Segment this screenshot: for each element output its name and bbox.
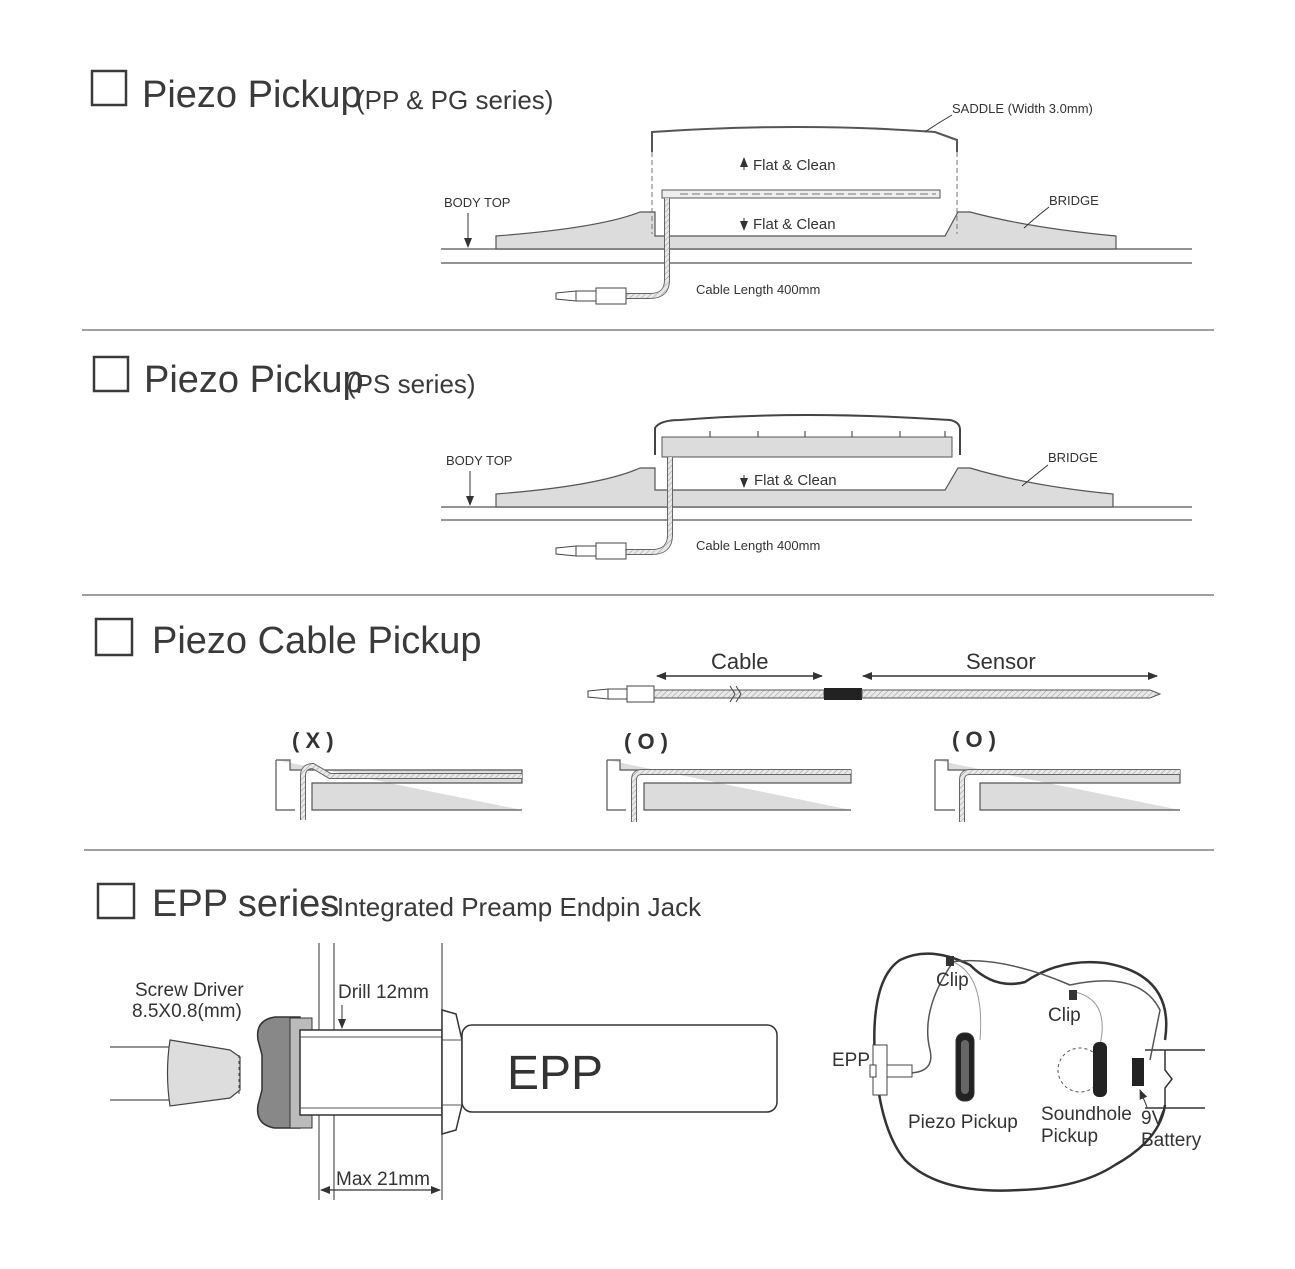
epp-label: EPP [832,1050,870,1071]
section-cable-pickup: Piezo Cable Pickup Cable Sensor ( X ) ( … [94,617,1181,822]
hex-nut-shape [441,1009,463,1135]
bridge-label: BRIDGE [1048,450,1098,465]
max-label: Max 21mm [336,1169,430,1190]
cable-length-label: Cable Length 400mm [696,538,820,553]
epp-body-label: EPP [507,1047,603,1100]
bridge-shape [495,467,1114,508]
sensor-segment [861,689,1162,699]
cable-connector [824,688,862,700]
flat-clean-label: Flat & Clean [754,472,837,489]
checkbox-icon [94,617,134,657]
barrel-shape [299,1029,443,1116]
soundhole-pickup-label: Soundhole [1041,1104,1132,1125]
section-ps: Piezo Pickup (PS series) Flat & Clean BO… [92,355,1192,560]
flat-clean-label: Flat & Clean [753,157,836,174]
section-title: Piezo Pickup [144,359,364,401]
bridge-label: BRIDGE [1049,193,1099,208]
mark-o: ( O ) [624,729,668,754]
screwdriver-icon [110,1039,241,1107]
clip-label: Clip [936,970,969,991]
nut-shape [256,1016,301,1129]
section-title: Piezo Cable Pickup [152,620,482,662]
checkbox-icon [92,355,130,393]
drill-label: Drill 12mm [338,982,429,1003]
saddle-label: SADDLE (Width 3.0mm) [952,101,1093,116]
mark-x: ( X ) [292,728,334,753]
section-epp: EPP series - Integrated Preamp Endpin Ja… [96,882,1205,1200]
plug-icon [555,542,627,560]
epp-body [461,1024,778,1113]
saddle-shape [654,414,961,455]
battery-label: 9V [1141,1108,1165,1129]
section-subtitle: - Integrated Preamp Endpin Jack [321,892,702,922]
section-pp-pg: Piezo Pickup (PP & PG series) Flat & Cle… [90,69,1192,305]
guitar-neck [1145,1049,1205,1109]
saddle-shape [651,126,958,152]
saddle-shape [661,436,953,458]
screwdriver-spec: 8.5X0.8(mm) [132,1001,242,1022]
screwdriver-label: Screw Driver [135,980,244,1001]
plug-icon [587,685,655,703]
section-title: EPP series [152,883,339,925]
checkbox-icon [96,882,136,920]
bridge-shape [495,211,1117,250]
battery-icon [1132,1058,1144,1086]
flat-clean-label: Flat & Clean [753,216,836,233]
section-title: Piezo Pickup [142,74,362,116]
battery-label: Battery [1141,1130,1202,1151]
clip-icon [946,956,954,966]
guitar-body-outline [873,952,1168,1192]
sensor-label: Sensor [966,649,1036,674]
soundhole-pickup-label: Pickup [1041,1126,1098,1147]
soundhole-pickup-icon [1093,1042,1107,1097]
piezo-pickup-label: Piezo Pickup [908,1112,1018,1133]
checkbox-icon [90,69,128,107]
cable-label: Cable [711,649,768,674]
mark-o: ( O ) [952,727,996,752]
cable-length-label: Cable Length 400mm [696,282,820,297]
clip-label: Clip [1048,1005,1081,1026]
clip-icon [1069,990,1077,1000]
body-top-label: BODY TOP [444,195,510,210]
plug-icon [555,287,627,305]
epp-jack-icon [869,1044,913,1096]
section-subtitle: (PS series) [347,369,476,399]
section-subtitle: (PP & PG series) [356,85,553,115]
body-top-label: BODY TOP [446,453,512,468]
